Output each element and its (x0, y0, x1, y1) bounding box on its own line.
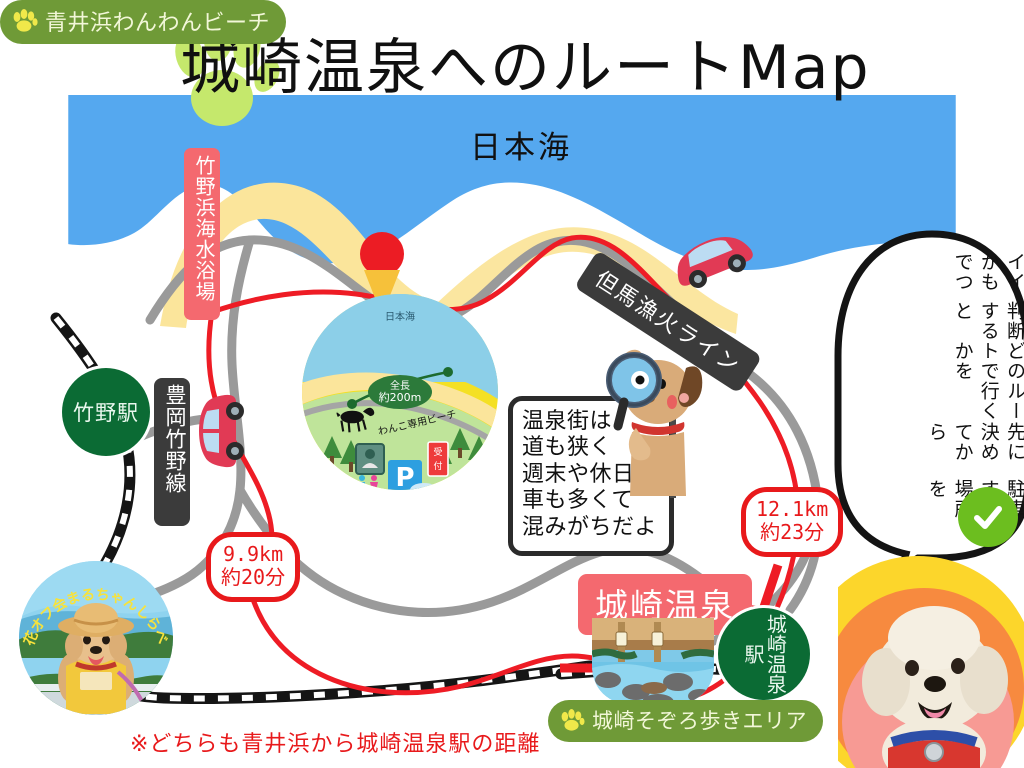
info-line: 道も狭く (522, 435, 613, 461)
car-icon-east (677, 237, 753, 289)
station-takeno[interactable]: 竹野駅 (62, 368, 150, 456)
label-kinosaki-sozoro-area[interactable]: 城崎そぞろ歩きエリア (548, 700, 823, 742)
speech-bubble-text: 駐車する場所を 先に決めてから どのルートで行くかを 判断すると イイかもでつ (846, 250, 1024, 538)
dog-icon-detective (606, 349, 703, 498)
svg-text:日本海: 日本海 (385, 310, 415, 323)
label-text: 青井浜わんわんビーチ (45, 11, 271, 36)
beach-detail-illustration: 全長 約200m 日本海 わんこ専用ビーチ (302, 294, 498, 493)
label-aoihama-wanwan-beach[interactable]: 青井浜わんわんビーチ (0, 0, 287, 44)
sea-label: 日本海 (470, 130, 572, 166)
label-text: 城崎そぞろ歩きエリア (592, 709, 807, 733)
info-line: 混みがちだよ (522, 514, 658, 540)
check-icon (958, 487, 1018, 547)
info-line: 温泉街は (522, 409, 613, 434)
car-icon-west (199, 394, 244, 468)
sand-beach-shape-2 (436, 227, 738, 334)
dog-photo-badge-left: 花オフ会まるちゃんしらべ (18, 560, 174, 716)
dog-photo-right (838, 556, 1024, 768)
speech-column: イイかもでつ (951, 252, 1024, 292)
duration-value: 約23分 (760, 520, 825, 545)
page-title: 城崎温泉へのルートMap (180, 33, 871, 103)
paw-print-icon (561, 708, 585, 731)
traffic-info-box: 温泉街は 道も狭く 週末や休日は 車も多くて 混みがちだよ (508, 396, 674, 556)
station-label: 城崎温泉駅 (741, 614, 788, 694)
bottom-note: ※どちらも青井浜から城崎温泉駅の距離 (130, 732, 541, 757)
speech-column: 先に決めてから (925, 422, 1024, 463)
info-line: 車も多くて (522, 488, 634, 514)
map-pin-icon (360, 232, 404, 316)
onsen-photo-illustration (592, 618, 714, 708)
sea-shape (68, 95, 956, 271)
svg-text:全長: 全長 (390, 379, 410, 392)
distance-badge-inland[interactable]: 12.1km 約23分 (741, 487, 844, 558)
distance-value: 12.1km (756, 497, 829, 521)
svg-text:P: P (395, 463, 414, 493)
label-takeno-beach[interactable]: 竹野浜海水浴場 (184, 148, 220, 320)
speech-column: 判断すると (951, 300, 1024, 341)
station-kinosaki-onsen[interactable]: 城崎温泉駅 (718, 608, 810, 700)
label-toyooka-takeno-line[interactable]: 豊岡竹野線 (154, 378, 190, 526)
svg-text:受: 受 (433, 446, 442, 458)
duration-value: 約20分 (221, 565, 286, 590)
svg-text:付: 付 (433, 461, 442, 472)
paw-print-icon (13, 9, 38, 32)
svg-text:約200m: 約200m (379, 390, 422, 404)
speech-column: どのルートで行くかを (951, 341, 1024, 422)
distance-badge-coastal[interactable]: 9.9km 約20分 (206, 532, 301, 603)
distance-value: 9.9km (222, 542, 284, 566)
